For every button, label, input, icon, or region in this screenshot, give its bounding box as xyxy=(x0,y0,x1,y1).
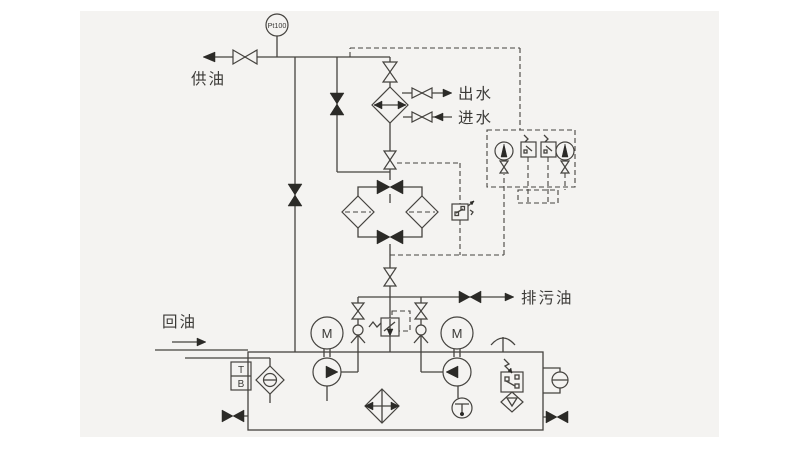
label-return-oil: 回油 xyxy=(162,313,197,331)
pump1-isolating-valve xyxy=(350,302,366,320)
supply-valve xyxy=(232,48,258,66)
water-in-arrow xyxy=(433,112,444,122)
filter-outlet-valve xyxy=(382,267,398,287)
motor-left-circle xyxy=(310,316,344,350)
motor-right-label: M xyxy=(452,326,463,341)
pressure-gauge-2 xyxy=(555,141,575,161)
heater xyxy=(364,388,400,424)
label-water-in: 进水 xyxy=(458,109,493,127)
pump2-check-valve xyxy=(413,324,429,344)
check-valves xyxy=(350,324,429,344)
label-supply-oil: 供油 xyxy=(191,70,226,88)
water-out-valve xyxy=(411,87,433,99)
thermometer xyxy=(451,397,473,419)
label-waste-oil: 排污油 xyxy=(521,289,574,307)
motor-left-label: M xyxy=(322,326,333,341)
pressure-gauge-panel xyxy=(494,134,575,161)
flow-arrows xyxy=(196,51,515,347)
water-out-arrow xyxy=(442,88,453,98)
tb-label-t: T xyxy=(238,365,244,376)
motor-pump-sets xyxy=(310,316,474,387)
relief-valve xyxy=(368,317,400,337)
filter-changeover-valve-top xyxy=(376,179,404,195)
riser-valve-closed xyxy=(287,183,303,207)
pt100-label: Pt100 xyxy=(268,21,287,30)
pressure-gauge-1 xyxy=(494,141,514,161)
pump1-check-valve xyxy=(350,324,366,344)
tank-drain-valve-left xyxy=(221,409,245,423)
valves xyxy=(221,48,571,424)
tb-label-b: B xyxy=(238,379,245,390)
water-in-valve xyxy=(411,111,433,123)
text-labels: 供油 出水 进水 排污油 回油 M M xyxy=(162,70,574,341)
gauge1-valve xyxy=(498,160,510,174)
label-water-out: 出水 xyxy=(458,85,493,103)
level-gauge-tb: T B xyxy=(230,361,252,391)
supply-arrow xyxy=(202,51,216,63)
duplex-filters xyxy=(341,195,439,229)
float-level-switch xyxy=(500,358,524,413)
pt100-sensor: Pt100 xyxy=(265,13,289,37)
cooler-inlet-valve xyxy=(381,61,399,83)
waste-oil-arrow xyxy=(504,292,515,302)
cooler-heat-exchanger xyxy=(371,86,409,124)
motor-right-circle xyxy=(440,316,474,350)
return-arrow xyxy=(196,337,207,347)
bypass-valve-closed xyxy=(329,92,345,116)
filter-changeover-valve-bottom xyxy=(376,229,404,245)
waste-oil-valve xyxy=(458,290,482,304)
gauge2-valve xyxy=(559,160,571,174)
signal-lines xyxy=(344,47,576,332)
diagram-background xyxy=(80,11,719,437)
sight-glass xyxy=(551,371,569,389)
filter-dp-switch xyxy=(451,200,475,221)
cooler-outlet-valve xyxy=(382,150,398,170)
pressure-switch-1 xyxy=(520,134,537,158)
suction-strainer xyxy=(255,365,285,395)
tank-drain-valve-right xyxy=(545,410,569,424)
pressure-switch-2 xyxy=(540,134,557,158)
pump2-isolating-valve xyxy=(413,302,429,320)
